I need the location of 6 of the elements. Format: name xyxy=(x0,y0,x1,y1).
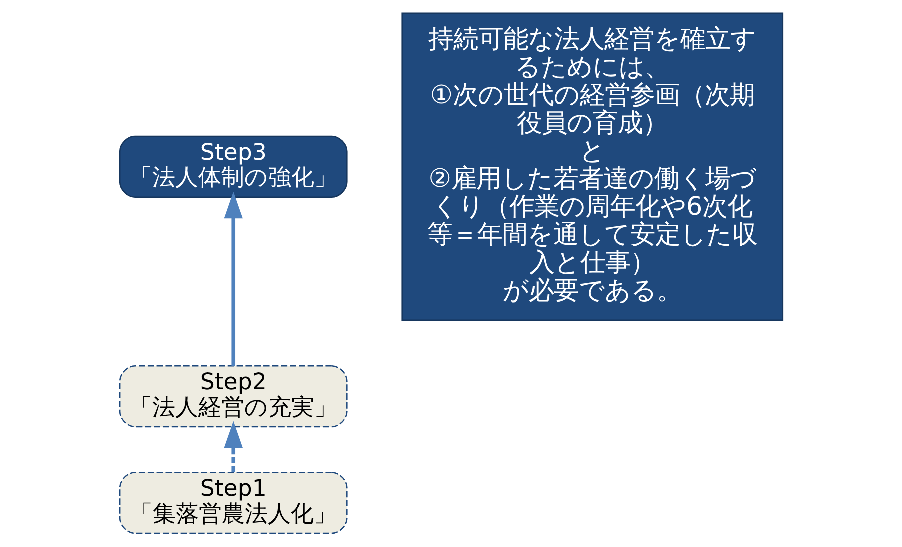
node-box: Step2 「法人経営の充実」 xyxy=(118,365,348,428)
node-box: 持続可能な法人経営を確立するためには、 ①次の世代の経営参画（次期役員の育成） と ②雇用した若者達の働く場づくり（作業の周年化や6次化等＝年間を通して安定した収入と仕事） が必要である。 xyxy=(401,12,784,322)
node-box: Step3 「法人体制の強化」 xyxy=(118,136,348,198)
arrow xyxy=(224,192,242,366)
arrow xyxy=(224,421,242,472)
node-box: Step1 「集落営農法人化」 xyxy=(118,472,348,534)
